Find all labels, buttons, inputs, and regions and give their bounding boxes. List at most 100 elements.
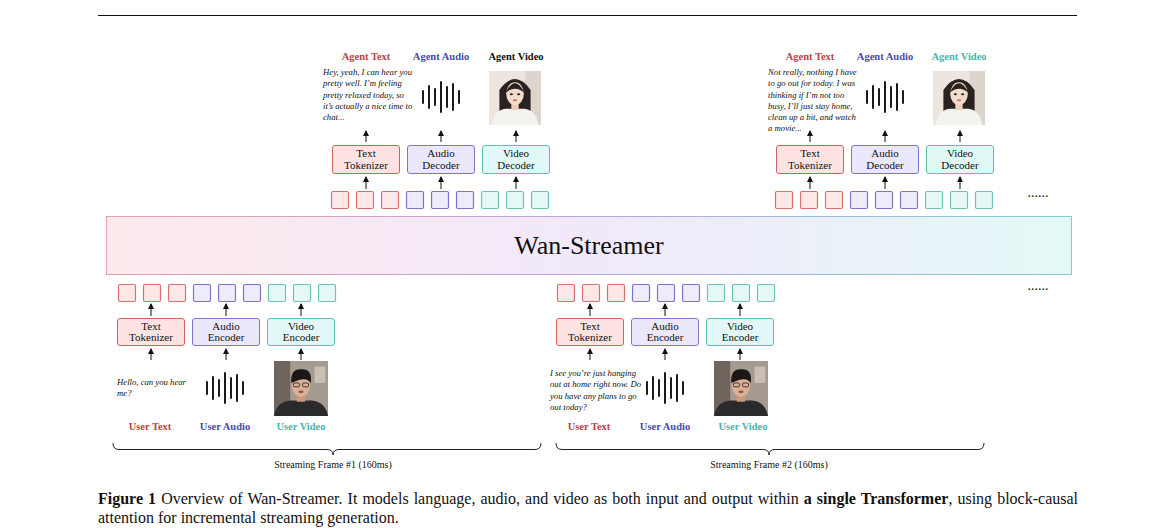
up-arrow bbox=[740, 349, 741, 360]
photo-background bbox=[274, 361, 328, 416]
box-label: Text Tokenizer bbox=[126, 321, 176, 344]
up-arrow bbox=[151, 349, 152, 360]
glasses bbox=[743, 383, 749, 387]
agent-utterance: Hey, yeah, I can hear you pretty well. I… bbox=[323, 67, 413, 123]
hair bbox=[731, 369, 751, 383]
audio-waveform bbox=[207, 373, 243, 403]
waveform-bar bbox=[428, 86, 430, 108]
waveform-bar bbox=[452, 84, 454, 110]
waveform-bar bbox=[884, 82, 886, 112]
token-square bbox=[583, 285, 600, 302]
stream-label: User Audio bbox=[620, 421, 710, 433]
token-square bbox=[658, 285, 675, 302]
tokenizer-box: Text Tokenizer bbox=[332, 145, 400, 174]
box-label: Video Decoder bbox=[491, 148, 541, 171]
token-square bbox=[976, 192, 993, 209]
frame-label: Streaming Frame #1 (160ms) bbox=[233, 459, 433, 471]
box-label: Audio Decoder bbox=[416, 148, 466, 171]
agent-utterance: Not really, nothing I have to go out for… bbox=[768, 67, 862, 135]
box-label: Audio Encoder bbox=[201, 321, 251, 344]
top bbox=[492, 109, 539, 125]
box-label: Text Tokenizer bbox=[785, 148, 835, 171]
stream-label: Agent Video bbox=[471, 51, 561, 63]
user-utterance: I see you’re just hanging out at home ri… bbox=[550, 368, 644, 413]
face bbox=[506, 82, 524, 105]
up-arrow bbox=[366, 131, 367, 142]
box-label: Text Tokenizer bbox=[565, 321, 615, 344]
token-square bbox=[332, 192, 349, 209]
photo-background bbox=[933, 71, 985, 125]
up-arrow bbox=[960, 177, 961, 189]
photo-background bbox=[714, 361, 768, 416]
glasses bbox=[293, 383, 299, 387]
photo-background bbox=[315, 367, 326, 384]
waveform-bar bbox=[218, 380, 220, 396]
token-square bbox=[758, 285, 775, 302]
waveform-bar bbox=[434, 89, 436, 105]
token-square bbox=[801, 192, 818, 209]
token-square bbox=[269, 285, 286, 302]
token-square bbox=[357, 192, 374, 209]
waveform-bar bbox=[212, 377, 214, 399]
waveform-bar bbox=[440, 82, 442, 112]
waveform-bar bbox=[422, 91, 424, 103]
video-codec-box: Video Decoder bbox=[482, 145, 550, 174]
waveform-bar bbox=[458, 91, 460, 103]
continuation-dots: ...... bbox=[1018, 186, 1058, 200]
tokenizer-box: Text Tokenizer bbox=[776, 145, 844, 174]
stream-label: User Video bbox=[256, 421, 346, 433]
caption-run: Overview of Wan-Streamer. It models lang… bbox=[156, 490, 804, 507]
token-square bbox=[144, 285, 161, 302]
token-square bbox=[244, 285, 261, 302]
waveform-bar bbox=[658, 380, 660, 396]
box-label: Audio Encoder bbox=[640, 321, 690, 344]
hair bbox=[291, 369, 311, 383]
waveform-bar bbox=[446, 87, 448, 107]
up-arrow bbox=[441, 131, 442, 142]
token-square bbox=[951, 192, 968, 209]
bangs bbox=[950, 83, 969, 92]
token-square bbox=[776, 192, 793, 209]
token-square bbox=[432, 192, 449, 209]
audio-codec-box: Audio Encoder bbox=[192, 318, 260, 346]
agent-portrait bbox=[933, 71, 985, 125]
box-label: Video Decoder bbox=[935, 148, 985, 171]
stream-label: Agent Audio bbox=[396, 51, 486, 63]
token-square bbox=[532, 192, 549, 209]
waveform-bar bbox=[866, 91, 868, 103]
caption-run: a single Transformer bbox=[804, 490, 949, 507]
photo-background bbox=[755, 367, 766, 384]
face bbox=[950, 82, 968, 105]
up-arrow bbox=[960, 131, 961, 142]
stream-label: Agent Text bbox=[765, 51, 855, 63]
token-square bbox=[633, 285, 650, 302]
up-arrow bbox=[665, 304, 666, 316]
up-arrow bbox=[516, 131, 517, 142]
agent-portrait bbox=[489, 71, 541, 125]
audio-codec-box: Audio Decoder bbox=[851, 145, 919, 174]
up-arrow bbox=[885, 177, 886, 189]
waveform-bar bbox=[896, 84, 898, 110]
token-square bbox=[683, 285, 700, 302]
token-square bbox=[382, 192, 399, 209]
audio-waveform bbox=[867, 82, 903, 112]
top bbox=[936, 109, 983, 125]
photo-background bbox=[489, 71, 541, 125]
token-square bbox=[482, 192, 499, 209]
token-square bbox=[319, 285, 336, 302]
up-arrow bbox=[885, 131, 886, 142]
up-arrow bbox=[366, 177, 367, 189]
up-arrow bbox=[301, 304, 302, 316]
token-square bbox=[457, 192, 474, 209]
stream-label: User Video bbox=[698, 421, 788, 433]
waveform-bar bbox=[206, 382, 208, 394]
token-square bbox=[926, 192, 943, 209]
waveform-bar bbox=[890, 87, 892, 107]
token-square bbox=[169, 285, 186, 302]
waveform-bar bbox=[902, 91, 904, 103]
eye bbox=[961, 93, 964, 95]
user-portrait bbox=[714, 361, 768, 416]
up-arrow bbox=[810, 177, 811, 189]
up-arrow bbox=[301, 349, 302, 360]
lips bbox=[957, 99, 962, 101]
